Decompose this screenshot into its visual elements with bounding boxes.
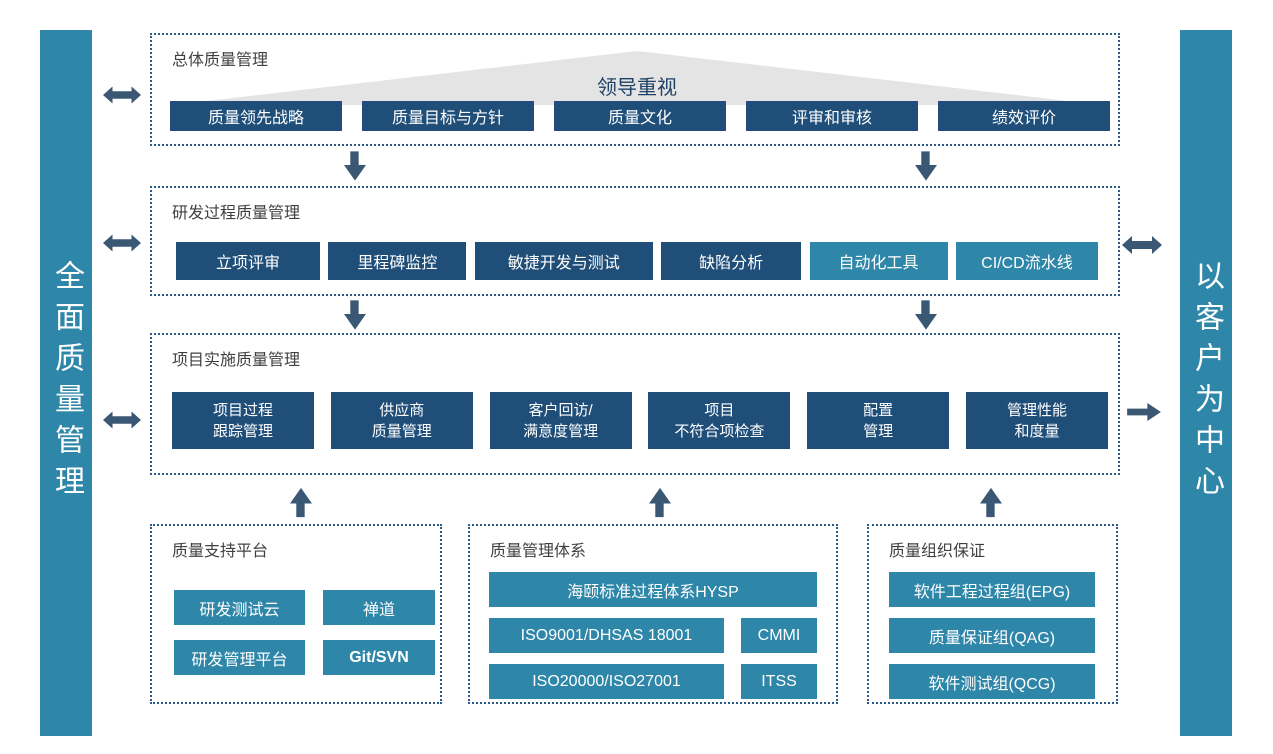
block-label-line2: 管理 bbox=[863, 422, 894, 440]
left-right-arrow-icon bbox=[1122, 235, 1162, 255]
block-milestone-monitoring: 里程碑监控 bbox=[328, 242, 467, 280]
block-hysp-standard: 海颐标准过程体系HYSP bbox=[489, 572, 817, 607]
up-arrow-icon bbox=[980, 486, 1002, 519]
section-overall-quality: 总体质量管理 领导重视 质量领先战略 质量目标与方针 质量文化 评审和审核 绩效… bbox=[150, 33, 1120, 146]
block-qag-group: 质量保证组(QAG) bbox=[889, 618, 1095, 653]
block-performance-eval: 绩效评价 bbox=[938, 101, 1110, 131]
block-quality-strategy: 质量领先战略 bbox=[170, 101, 342, 131]
block-label-line2: 满意度管理 bbox=[523, 422, 599, 440]
down-arrow-icon bbox=[344, 150, 366, 182]
left-right-arrow-icon bbox=[103, 85, 141, 105]
block-label-line1: 配置 bbox=[863, 401, 894, 419]
block-itss: ITSS bbox=[741, 664, 817, 699]
box-title: 质量管理体系 bbox=[490, 543, 587, 560]
block-project-approval-review: 立项评审 bbox=[176, 242, 320, 280]
triangle-label: 领导重视 bbox=[597, 76, 677, 99]
block-qcg-group: 软件测试组(QCG) bbox=[889, 664, 1095, 699]
right-arrow-icon bbox=[1127, 403, 1161, 421]
block-quality-goals: 质量目标与方针 bbox=[362, 101, 534, 131]
rd-items-row: 立项评审 里程碑监控 敏捷开发与测试 缺陷分析 自动化工具 CI/CD流水线 bbox=[176, 242, 1098, 280]
left-banner: 全面质量管理 bbox=[40, 30, 92, 736]
left-banner-label: 全面质量管理 bbox=[50, 260, 83, 506]
box-title: 质量组织保证 bbox=[889, 543, 986, 560]
block-label-line1: 项目过程 bbox=[212, 401, 273, 419]
block-agile-dev-testing: 敏捷开发与测试 bbox=[474, 242, 653, 280]
block-label-line2: 和度量 bbox=[1014, 422, 1060, 440]
block-iso20000-27001: ISO20000/ISO27001 bbox=[489, 664, 724, 699]
block-zentao: 禅道 bbox=[323, 590, 435, 625]
block-quality-culture: 质量文化 bbox=[554, 101, 726, 131]
block-defect-analysis: 缺陷分析 bbox=[661, 242, 802, 280]
block-label-line1: 供应商 bbox=[379, 401, 425, 419]
block-iso9001-dhsas: ISO9001/DHSAS 18001 bbox=[489, 618, 724, 653]
block-label-line2: 跟踪管理 bbox=[212, 422, 273, 440]
block-label-line1: 客户回访/ bbox=[528, 401, 593, 419]
block-rd-test-cloud: 研发测试云 bbox=[174, 590, 305, 625]
section-rd-process-quality: 研发过程质量管理 立项评审 里程碑监控 敏捷开发与测试 缺陷分析 自动化工具 C… bbox=[150, 186, 1120, 296]
section-title: 研发过程质量管理 bbox=[172, 205, 301, 222]
block-label-line2: 质量管理 bbox=[371, 422, 432, 440]
box-quality-org: 质量组织保证 软件工程过程组(EPG) 质量保证组(QAG) 软件测试组(QCG… bbox=[867, 524, 1118, 704]
block-label-line1: 管理性能 bbox=[1006, 401, 1067, 419]
block-project-tracking: 项目过程 跟踪管理 bbox=[172, 392, 314, 449]
block-automation-tools: 自动化工具 bbox=[809, 242, 948, 280]
block-customer-satisfaction: 客户回访/ 满意度管理 bbox=[489, 392, 632, 449]
block-rd-mgmt-platform: 研发管理平台 bbox=[174, 640, 305, 675]
down-arrow-icon bbox=[915, 150, 937, 182]
leadership-triangle: 领导重视 bbox=[172, 51, 1102, 105]
right-banner-label: 以客户为中心 bbox=[1190, 260, 1223, 506]
box-quality-system: 质量管理体系 海颐标准过程体系HYSP ISO9001/DHSAS 18001 … bbox=[468, 524, 838, 704]
overall-items-row: 质量领先战略 质量目标与方针 质量文化 评审和审核 绩效评价 bbox=[170, 101, 1110, 131]
left-right-arrow-icon bbox=[103, 233, 141, 253]
block-label-line2: 不符合项检查 bbox=[674, 422, 765, 440]
box-support-platform: 质量支持平台 研发测试云 禅道 研发管理平台 Git/SVN bbox=[150, 524, 442, 704]
block-cicd-pipeline: CI/CD流水线 bbox=[955, 242, 1098, 280]
block-label-line1: 项目 bbox=[704, 401, 735, 419]
box-title: 质量支持平台 bbox=[172, 543, 269, 560]
block-git-svn: Git/SVN bbox=[323, 640, 435, 675]
impl-items-row: 项目过程 跟踪管理 供应商 质量管理 客户回访/ 满意度管理 项目 不符合项检查… bbox=[172, 392, 1108, 449]
block-cmmi: CMMI bbox=[741, 618, 817, 653]
down-arrow-icon bbox=[344, 299, 366, 331]
section-project-impl-quality: 项目实施质量管理 项目过程 跟踪管理 供应商 质量管理 客户回访/ 满意度管理 … bbox=[150, 333, 1120, 475]
section-title: 总体质量管理 bbox=[172, 52, 269, 69]
block-nonconformance-check: 项目 不符合项检查 bbox=[648, 392, 791, 449]
block-epg-group: 软件工程过程组(EPG) bbox=[889, 572, 1095, 607]
block-review-audit: 评审和审核 bbox=[746, 101, 918, 131]
block-configuration-mgmt: 配置 管理 bbox=[807, 392, 950, 449]
block-performance-measurement: 管理性能 和度量 bbox=[965, 392, 1108, 449]
left-right-arrow-icon bbox=[103, 410, 141, 430]
up-arrow-icon bbox=[290, 486, 312, 519]
block-supplier-quality: 供应商 质量管理 bbox=[330, 392, 473, 449]
section-title: 项目实施质量管理 bbox=[172, 352, 301, 369]
up-arrow-icon bbox=[649, 486, 671, 519]
right-banner: 以客户为中心 bbox=[1180, 30, 1232, 736]
down-arrow-icon bbox=[915, 299, 937, 331]
